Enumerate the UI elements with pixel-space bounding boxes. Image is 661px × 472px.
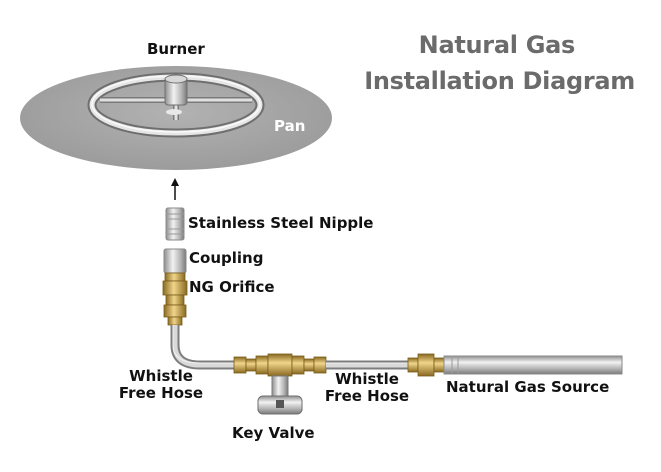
hose-left-label: Whistle Free Hose bbox=[112, 368, 210, 402]
coupling bbox=[163, 248, 187, 274]
natural-gas-source-pipe bbox=[443, 355, 623, 375]
hose-left-label-line1: Whistle bbox=[129, 367, 193, 385]
stainless-steel-nipple bbox=[165, 207, 185, 241]
nipple-label: Stainless Steel Nipple bbox=[188, 214, 374, 232]
burner-label: Burner bbox=[147, 40, 205, 58]
key-valve bbox=[257, 375, 303, 415]
hose-right-label: Whistle Free Hose bbox=[318, 371, 416, 405]
ng-orifice bbox=[162, 272, 188, 326]
pan-label: Pan bbox=[274, 117, 306, 135]
hose-right-label-line1: Whistle bbox=[335, 370, 399, 388]
burner-ring bbox=[87, 72, 265, 138]
hose-left-label-line2: Free Hose bbox=[118, 384, 204, 402]
gas-source-label: Natural Gas Source bbox=[446, 378, 610, 396]
hose-right-label-line2: Free Hose bbox=[324, 387, 410, 405]
brass-fittings bbox=[233, 353, 327, 377]
whistle-free-hose-right bbox=[326, 360, 408, 370]
diagram-title-line1: Natural Gas bbox=[418, 31, 576, 59]
whistle-free-hose-left bbox=[170, 325, 236, 370]
orifice-label: NG Orifice bbox=[189, 278, 275, 296]
diagram-title-line2: Installation Diagram bbox=[364, 67, 635, 95]
coupling-label: Coupling bbox=[189, 249, 264, 267]
connection-arrow bbox=[171, 178, 179, 200]
source-connector bbox=[407, 353, 445, 377]
key-valve-label: Key Valve bbox=[232, 424, 315, 442]
